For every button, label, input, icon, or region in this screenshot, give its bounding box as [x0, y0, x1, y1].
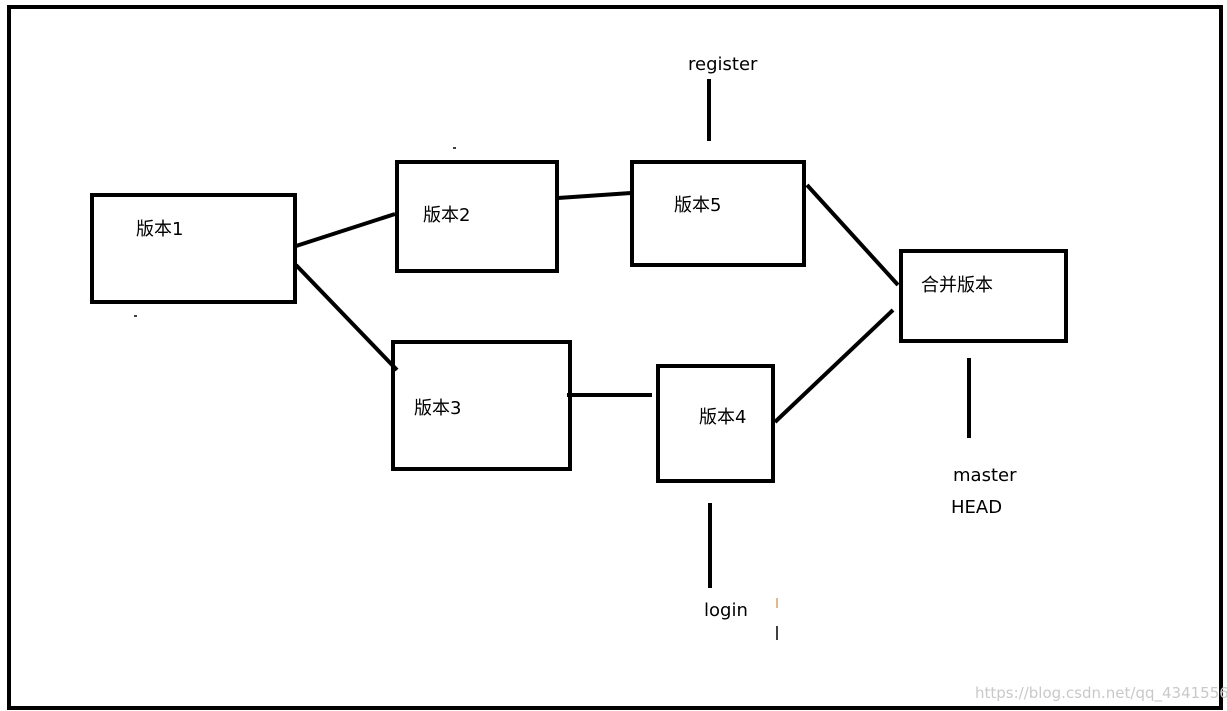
canvas-border — [7, 5, 1223, 710]
stray-marks — [134, 147, 778, 640]
connectors — [294, 79, 971, 588]
node-merge-box — [899, 249, 1068, 343]
ref-head-label: HEAD — [951, 497, 1002, 518]
node-v1-label: 版本1 — [136, 219, 183, 240]
node-v5-label: 版本5 — [674, 195, 721, 216]
ref-register-label: register — [688, 54, 758, 75]
node-merge: 合并版本 — [899, 249, 1068, 343]
node-v3-box — [391, 340, 572, 471]
node-v2: 版本2 — [395, 160, 559, 273]
ref-master-label: master — [953, 465, 1017, 486]
node-v4: 版本4 — [656, 364, 775, 483]
node-v5-box — [630, 160, 806, 267]
node-v3: 版本3 — [391, 340, 572, 471]
edge-v2-v5 — [557, 191, 632, 200]
node-v5: 版本5 — [630, 160, 806, 267]
edge-v4-merge — [773, 308, 895, 424]
node-v4-box — [656, 364, 775, 483]
node-v4-label: 版本4 — [699, 407, 746, 428]
node-v3-label: 版本3 — [414, 398, 461, 419]
node-v1-box — [90, 193, 297, 304]
node-v2-box — [395, 160, 559, 273]
edge-v1-v2 — [295, 212, 396, 248]
watermark-text: https://blog.csdn.net/qq_43415562 — [975, 684, 1227, 703]
edge-v1-v3 — [294, 263, 399, 372]
node-v1: 版本1 — [90, 193, 297, 304]
node-merge-label: 合并版本 — [921, 275, 993, 296]
edge-v5-merge — [805, 183, 900, 287]
node-v2-label: 版本2 — [423, 205, 470, 226]
ref-login-label: login — [704, 600, 748, 621]
